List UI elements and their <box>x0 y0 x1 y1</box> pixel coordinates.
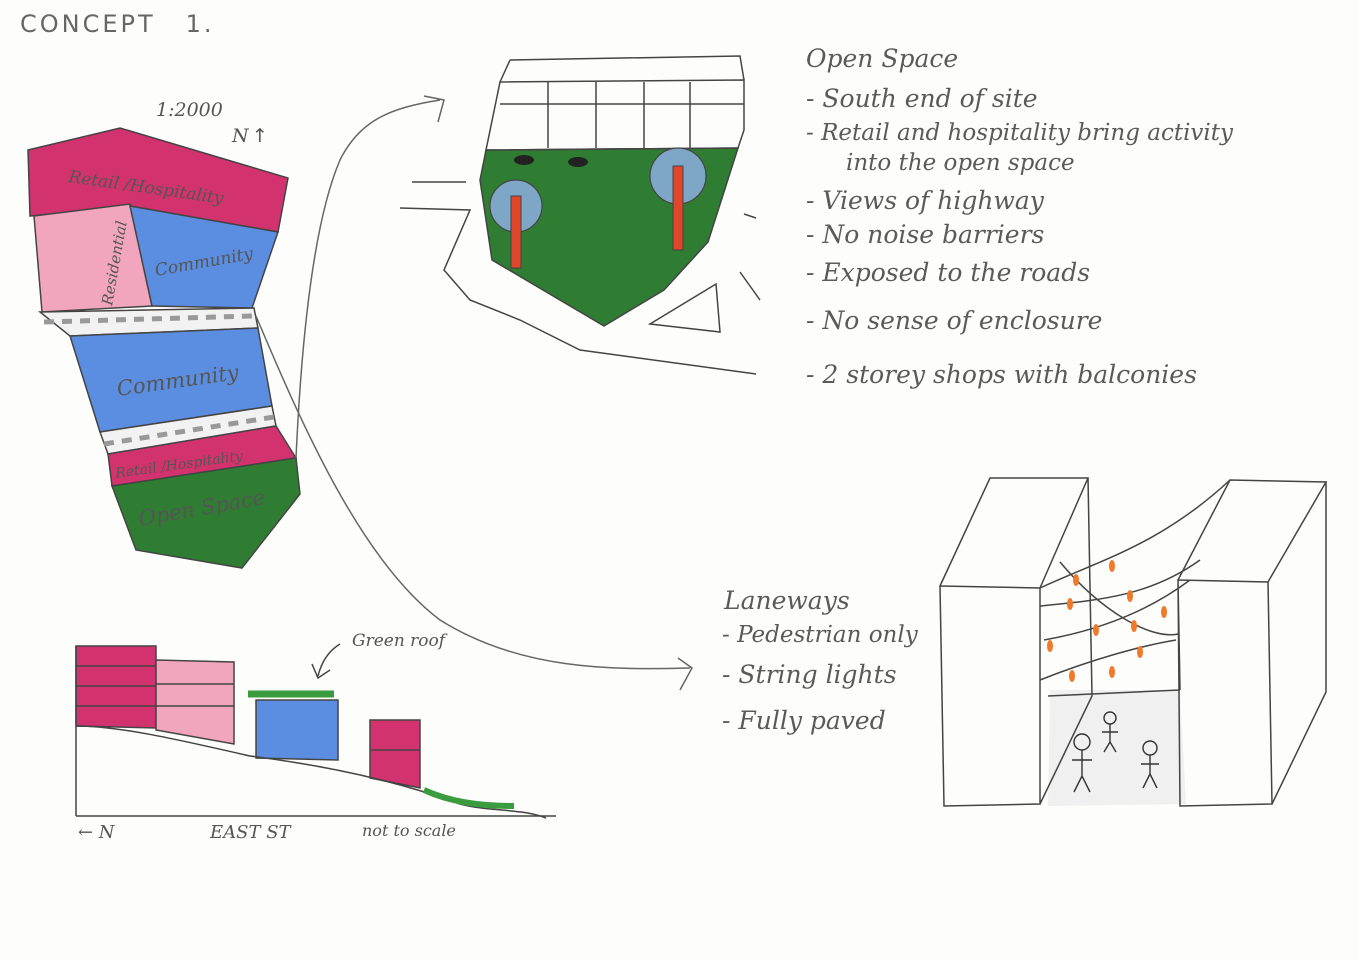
section-building-community <box>255 699 339 761</box>
light-bulb <box>1093 624 1099 636</box>
tree-left-trunk <box>510 195 522 269</box>
open-space-note-3: into the open space <box>846 150 1075 176</box>
table-2 <box>568 157 588 167</box>
section-diagram <box>75 643 556 819</box>
trees <box>489 147 707 269</box>
ground-profile <box>75 725 547 819</box>
shop-building-outline <box>485 79 745 151</box>
tree-right-trunk <box>672 165 684 251</box>
table-1 <box>514 155 534 165</box>
open-space-heading: Open Space <box>806 44 959 73</box>
open-space-note-6: - Exposed to the roads <box>806 258 1091 287</box>
connector-arrowhead-lane <box>677 657 693 691</box>
light-bulb <box>1073 574 1079 586</box>
light-bulb <box>1047 640 1053 652</box>
open-space-note-5: - No noise barriers <box>806 220 1045 249</box>
shop-top-edge <box>499 55 745 83</box>
connector-to-open-space <box>295 99 441 459</box>
pedestrians <box>1072 711 1159 793</box>
section-direction: ← N <box>78 822 116 843</box>
green-roof-label: Green roof <box>352 631 448 651</box>
light-bulb <box>1069 670 1075 682</box>
open-space-sketch <box>399 55 761 375</box>
connector-arrowhead-top <box>423 95 445 123</box>
concept-title-text: CONCEPT <box>20 10 156 38</box>
road-lines <box>399 181 761 375</box>
open-space-note-4: - Views of highway <box>806 186 1044 215</box>
left-building <box>939 477 1093 807</box>
section-building-retail <box>75 645 157 729</box>
laneway-sketch <box>939 477 1328 807</box>
laneway-paving <box>1048 690 1186 806</box>
light-bulb <box>1137 646 1143 658</box>
connector-to-laneway <box>255 315 691 670</box>
green-roof-arrow-icon <box>311 643 341 680</box>
site-plan <box>27 127 301 569</box>
concept-number: 1. <box>185 10 215 38</box>
light-bulb <box>1161 606 1167 618</box>
open-space-note-7: - No sense of enclosure <box>806 306 1103 335</box>
light-bulb <box>1109 560 1115 572</box>
pedestrian-figure <box>1141 740 1159 789</box>
right-building <box>1177 479 1328 807</box>
scale-label: 1:2000 <box>156 99 223 121</box>
string-lights <box>1047 560 1167 682</box>
pedestrian-figure <box>1102 711 1118 753</box>
ground-green <box>422 787 515 809</box>
north-label: N <box>231 125 250 147</box>
section-scale-note: not to scale <box>362 821 456 840</box>
light-bulb <box>1067 598 1073 610</box>
section-building-residential <box>155 659 235 745</box>
zone-open-space <box>110 457 301 569</box>
section-building-retail-small <box>369 719 421 789</box>
light-bulb <box>1109 666 1115 678</box>
concept-title: CONCEPT 1. <box>20 10 215 38</box>
open-space-note-2: - Retail and hospitality bring activity <box>806 120 1234 146</box>
lane-floor-line <box>1047 689 1181 697</box>
connector-lines <box>255 95 693 691</box>
laneway-note-3: - Fully paved <box>722 706 886 735</box>
section-street: EAST ST <box>209 822 293 843</box>
laneway-note-1: - Pedestrian only <box>722 622 918 648</box>
open-space-note-1: - South end of site <box>806 84 1038 113</box>
open-space-note-8: - 2 storey shops with balconies <box>806 360 1197 389</box>
string-light-wires <box>1039 479 1231 681</box>
laneway-note-2: - String lights <box>722 660 897 689</box>
light-bulb <box>1131 620 1137 632</box>
light-bulb <box>1127 590 1133 602</box>
north-arrow-icon: ↑ <box>252 125 268 147</box>
laneways-heading: Laneways <box>724 586 850 615</box>
pedestrian-figure <box>1072 733 1092 793</box>
